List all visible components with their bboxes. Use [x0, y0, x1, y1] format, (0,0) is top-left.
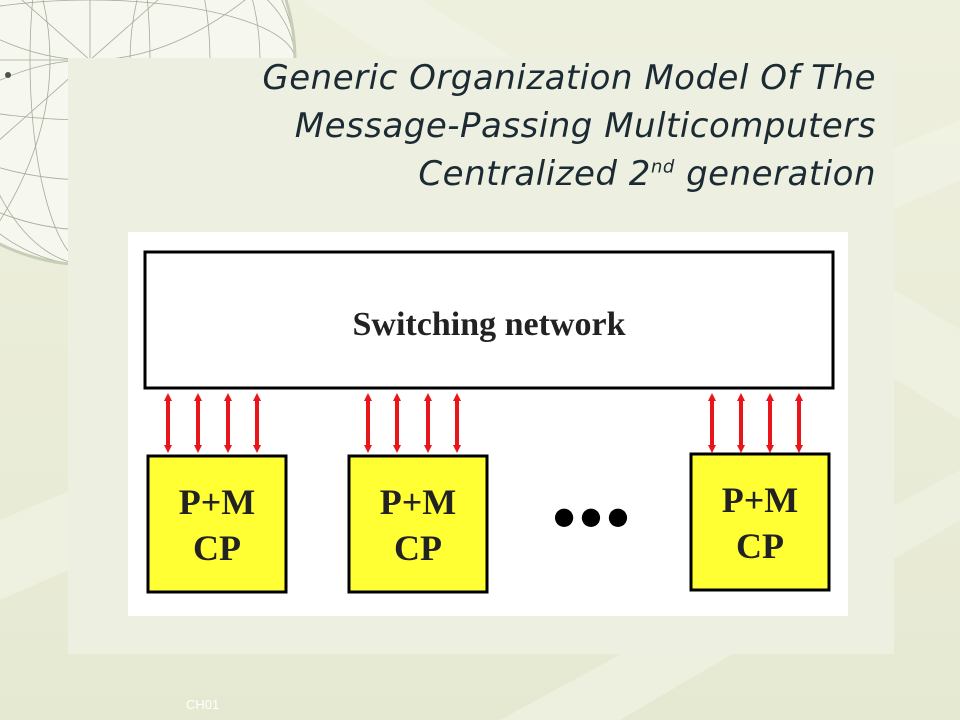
link-arrows-node-3 [708, 393, 803, 453]
footer-chapter-label: CH01 [186, 697, 220, 712]
node-box-2: P+M CP [347, 454, 489, 594]
slide-title: Generic Organization Model Of The Messag… [116, 54, 876, 198]
switching-network-box: Switching network [143, 250, 835, 390]
node-label-pm: P+M [179, 482, 255, 522]
multicomputer-diagram: Switching network [128, 232, 848, 616]
node-box-3: P+M CP [689, 452, 831, 592]
title-line-3-suffix: generation [674, 154, 876, 194]
link-arrows-node-2 [364, 393, 461, 453]
switching-network-label: Switching network [353, 306, 626, 343]
title-line-1: Generic Organization Model Of The [262, 58, 876, 98]
title-superscript: nd [650, 156, 675, 178]
node-label-cp: CP [736, 526, 784, 566]
title-line-3: Centralized 2nd generation [116, 150, 876, 198]
node-label-cp: CP [394, 528, 442, 568]
title-line-2: Message-Passing Multicomputers [294, 106, 876, 146]
node-label-pm: P+M [722, 480, 798, 520]
node-label-pm: P+M [380, 482, 456, 522]
node-label-cp: CP [193, 528, 241, 568]
link-arrows-node-1 [164, 393, 261, 453]
title-line-3-prefix: Centralized 2 [418, 154, 651, 194]
node-box-1: P+M CP [146, 454, 288, 594]
ellipsis-dots: ●●● [554, 502, 635, 530]
